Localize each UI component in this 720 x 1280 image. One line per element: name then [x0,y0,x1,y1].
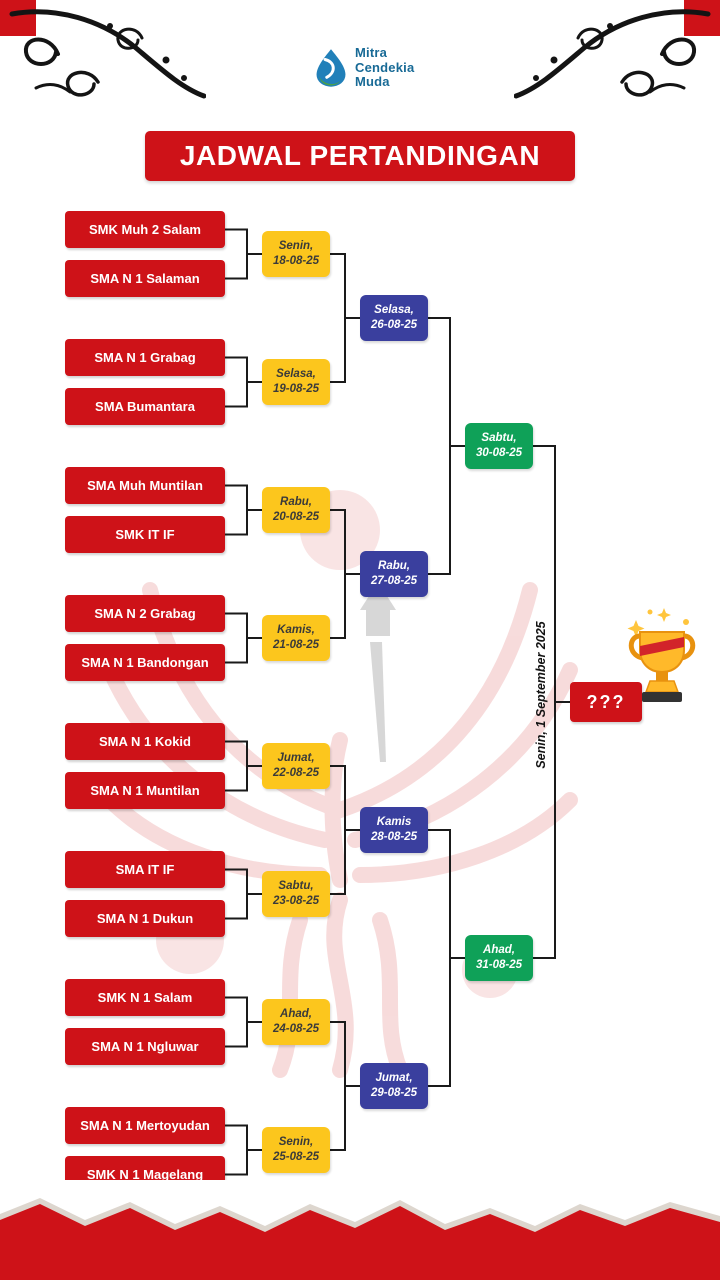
round1-date: Jumat, 22-08-25 [262,743,330,789]
round1-date: Ahad, 24-08-25 [262,999,330,1045]
team-box: SMA N 1 Salaman [65,260,225,297]
round2-date: Kamis 28-08-25 [360,807,428,853]
match-day: Sabtu, [481,432,517,444]
round1-date: Selasa, 19-08-25 [262,359,330,405]
team-box: SMK IT IF [65,516,225,553]
team-box: SMA N 2 Grabag [65,595,225,632]
match-day: Rabu, [378,560,410,572]
flourish-icon [514,9,711,99]
team-box: SMA N 1 Grabag [65,339,225,376]
corner-square-right [684,0,720,36]
match-day: Rabu, [280,496,312,508]
match-day: Senin, [278,1136,314,1148]
match-day: Senin, [278,240,314,252]
match-date: 19-08-25 [272,383,320,395]
team-box: SMA N 1 Muntilan [65,772,225,809]
team-box: SMK N 1 Salam [65,979,225,1016]
match-date: 23-08-25 [272,895,320,907]
match-date: 21-08-25 [272,639,320,651]
match-date: 24-08-25 [272,1023,320,1035]
flourish-icon [9,9,206,99]
match-date: 30-08-25 [475,447,523,459]
logo-text: Mitra Cendekia Muda [355,45,415,90]
round3-date: Sabtu, 30-08-25 [465,423,533,469]
logo-line-3: Muda [355,74,390,89]
match-day: Ahad, [280,1008,312,1020]
logo-drop-icon [316,49,346,87]
match-date: 20-08-25 [272,511,320,523]
team-box: SMA Bumantara [65,388,225,425]
final-winner-box: ??? [570,682,642,722]
match-day: Kamis, [277,624,315,636]
team-box: SMK Muh 2 Salam [65,211,225,248]
final-date-note: Senin, 1 September 2025 [534,621,548,769]
match-day: Jumat, [375,1072,413,1084]
team-box: SMA N 1 Kokid [65,723,225,760]
trophy-icon [627,608,696,702]
round3-date: Ahad, 31-08-25 [465,935,533,981]
final-winner-placeholder: ??? [586,691,626,712]
match-date: 26-08-25 [370,319,418,331]
logo-line-1: Mitra [355,45,388,60]
match-date: 18-08-25 [272,255,320,267]
team-box: SMA N 1 Mertoyudan [65,1107,225,1144]
round2-date: Jumat, 29-08-25 [360,1063,428,1109]
match-day: Sabtu, [278,880,314,892]
match-date: 27-08-25 [370,575,418,587]
round1-date: Senin, 25-08-25 [262,1127,330,1173]
team-box: SMA Muh Muntilan [65,467,225,504]
torn-paper-edge [0,1180,720,1280]
match-day: Selasa, [374,304,414,316]
match-date: 29-08-25 [370,1087,418,1099]
round1-date: Rabu, 20-08-25 [262,487,330,533]
corner-square-left [0,0,36,36]
team-box: SMA N 1 Bandongan [65,644,225,681]
match-day: Kamis [376,816,412,828]
team-box: SMA N 1 Dukun [65,900,225,937]
round1-date: Kamis, 21-08-25 [262,615,330,661]
match-day: Ahad, [483,944,515,956]
logo-line-2: Cendekia [355,59,415,75]
page-title: JADWAL PERTANDINGAN [179,140,541,171]
title-banner: JADWAL PERTANDINGAN [145,131,575,181]
match-date: 22-08-25 [272,767,320,779]
round1-date: Sabtu, 23-08-25 [262,871,330,917]
round2-date: Selasa, 26-08-25 [360,295,428,341]
match-day: Selasa, [276,368,316,380]
round2-date: Rabu, 27-08-25 [360,551,428,597]
match-date: 25-08-25 [272,1151,320,1163]
round1-date: Senin, 18-08-25 [262,231,330,277]
match-day: Jumat, [277,752,315,764]
logo: Mitra Cendekia Muda [314,45,415,90]
team-box: SMA IT IF [65,851,225,888]
match-date: 31-08-25 [475,959,523,971]
match-date: 28-08-25 [370,831,418,843]
team-box: SMA N 1 Ngluwar [65,1028,225,1065]
